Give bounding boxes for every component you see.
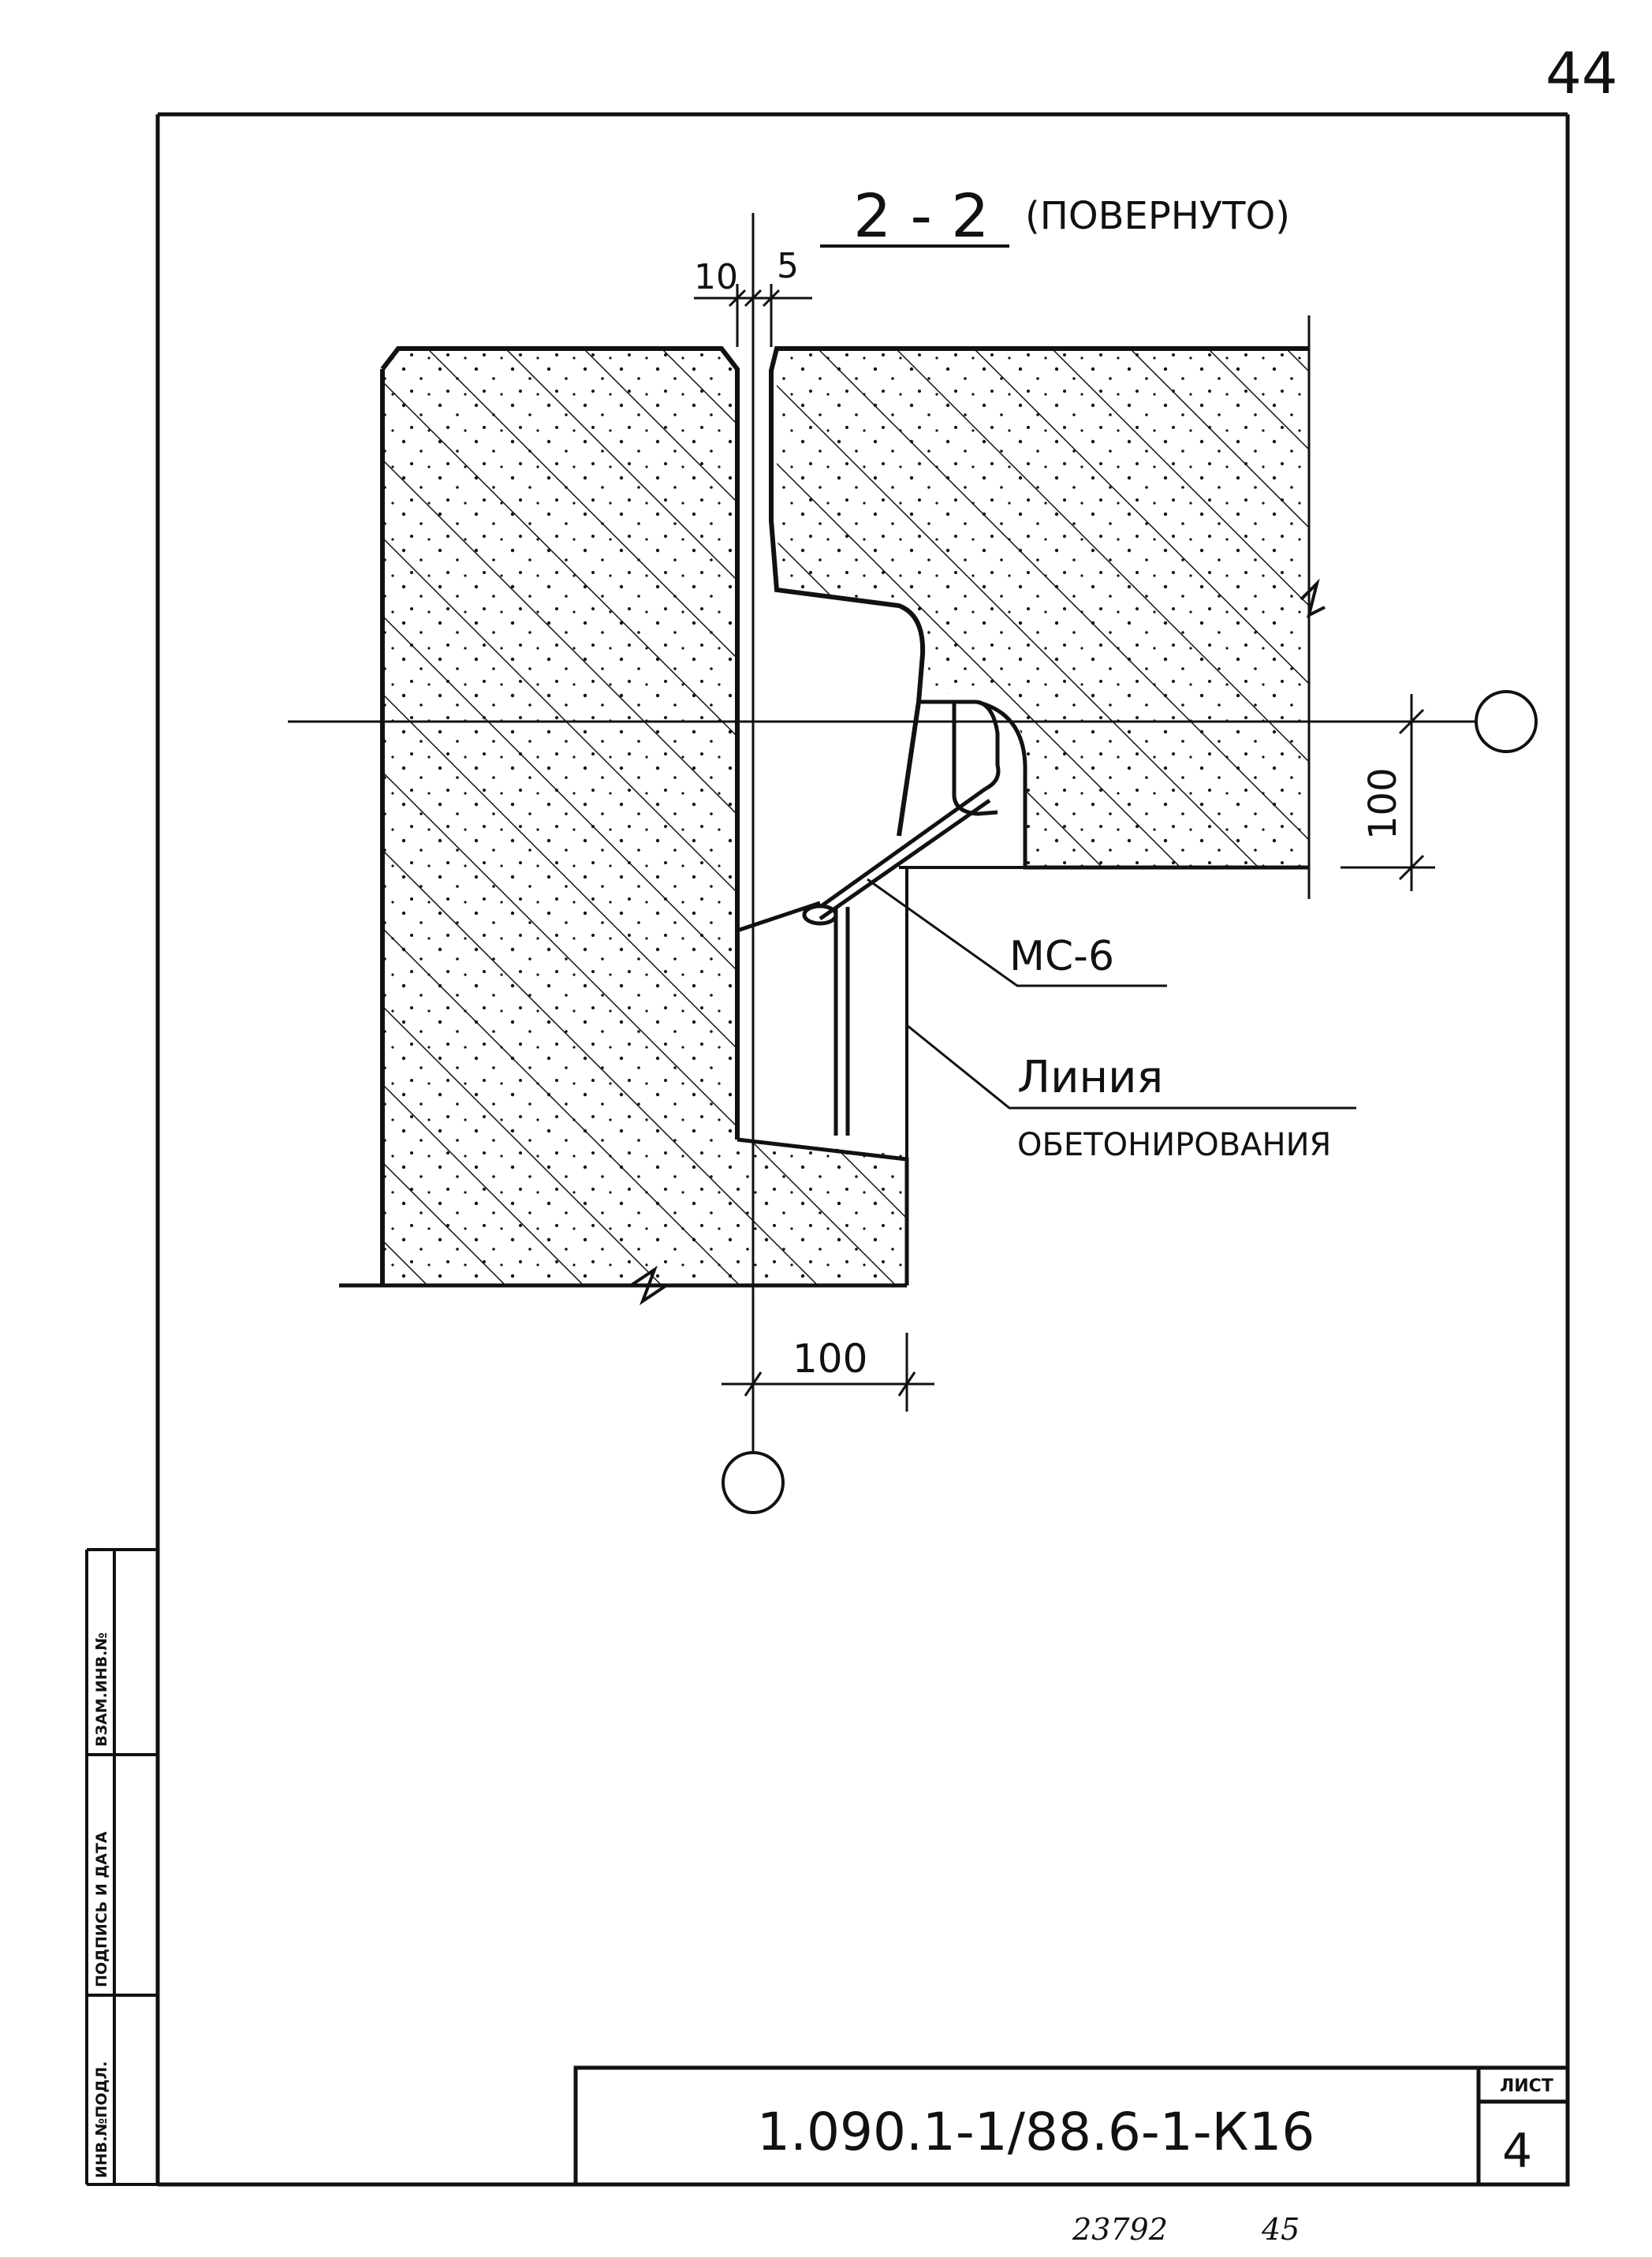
page-number: 44 [1546, 40, 1618, 106]
inventory-number: 23792 [1072, 2212, 1168, 2247]
right-concrete-block [769, 315, 1311, 899]
stamp-cell-signature: ПОДПИСЬ И ДАТА [93, 1831, 110, 1987]
left-concrete-block [380, 346, 909, 1285]
axis-marker-right [1475, 690, 1538, 753]
stamp-cell-replacement: ВЗАМ.ИНВ.№ [93, 1632, 110, 1747]
right-dimension [1341, 694, 1435, 891]
callout-leaders [867, 878, 1356, 1110]
section-title: 2 - 2 [853, 181, 989, 251]
bottom-dimension [722, 1333, 934, 1412]
break-mark-right [1300, 578, 1326, 618]
concreting-line-label: Линия [1017, 1052, 1163, 1103]
copy-number: 45 [1261, 2212, 1300, 2247]
section-qualifier: (ПОВЕРНУТО) [1025, 194, 1290, 238]
gap-dimension [694, 284, 812, 347]
drawing-designation: 1.090.1-1/88.6-1-К16 [757, 2102, 1315, 2162]
sheet-number: 4 [1502, 2124, 1532, 2179]
title-block [573, 2065, 1570, 2187]
axis-marker-bottom [722, 1451, 785, 1514]
gap-left-label: 10 [694, 257, 738, 297]
concreting-line-sublabel: ОБЕТОНИРОВАНИЯ [1017, 1127, 1331, 1163]
concreting-line [899, 866, 1309, 1285]
right-dimension-label: 100 [1361, 767, 1405, 840]
stamp-cell-inventory: ИНВ.№ПОДЛ. [93, 2061, 110, 2178]
sheet-label: ЛИСТ [1500, 2076, 1553, 2096]
break-mark [629, 1265, 668, 1306]
side-stamp [85, 1548, 158, 2186]
bottom-dimension-label: 100 [792, 1336, 867, 1382]
bar-mark-label: МС-6 [1009, 933, 1114, 980]
gap-right-label: 5 [777, 246, 799, 286]
anchor-bar [737, 699, 1001, 1136]
